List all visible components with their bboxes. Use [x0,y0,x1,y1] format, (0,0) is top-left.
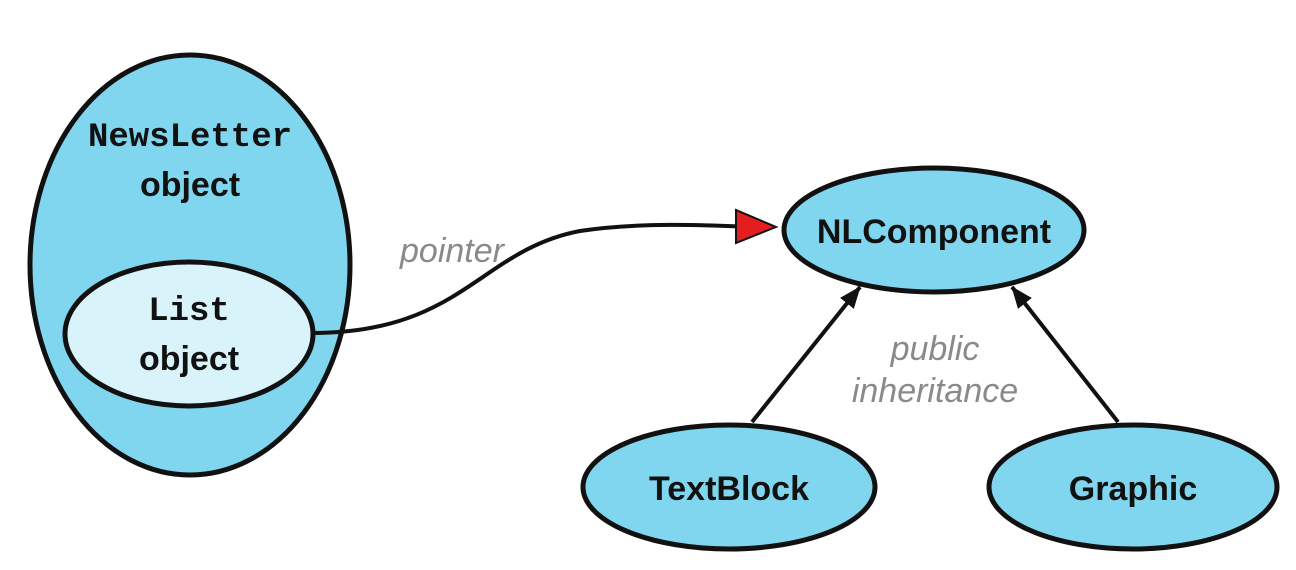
pointer-label: pointer [399,232,506,270]
pointer-connector [311,222,753,335]
nlcomponent-label: NLComponent [817,213,1051,251]
graphic-ellipse [986,422,1280,552]
nlcomponent-ellipse [781,165,1087,295]
inheritance-label: inheritance [852,372,1018,410]
textblock-ellipse [580,422,878,552]
newsletter-class-name: NewsLetter [88,119,292,157]
textblock-label: TextBlock [649,470,809,508]
newsletter-object-label: object [140,166,240,204]
graphic-label: Graphic [1069,470,1197,508]
list-class-name: List [148,293,230,331]
graphic-inheritance-arrow [1010,285,1120,424]
list-object-ellipse [62,259,316,409]
public-label: public [890,330,980,368]
pointer-arrowhead [735,208,779,245]
textblock-inheritance-arrow [750,285,862,424]
list-object-label: object [139,340,239,378]
